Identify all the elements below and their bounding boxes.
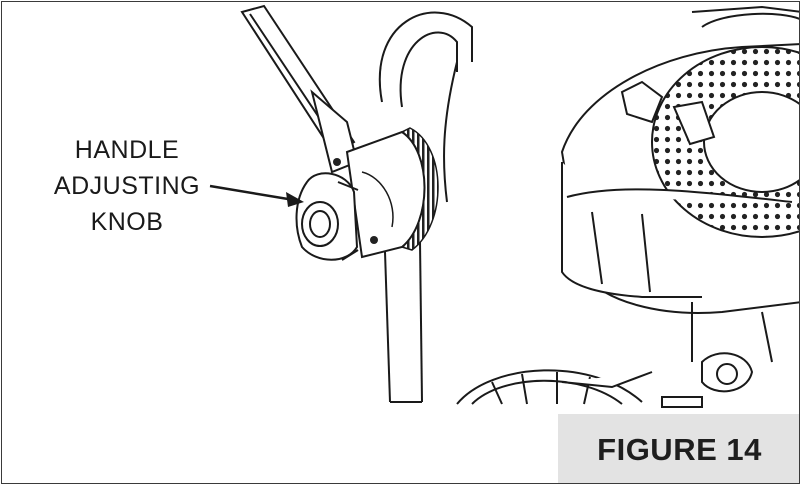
figure-label-box: FIGURE 14 [558, 414, 799, 483]
callout-arrow-head [286, 192, 304, 207]
callout-arrow-shaft [209, 184, 295, 202]
callout-line-2: ADJUSTING [53, 172, 201, 200]
handle-adjusting-knob-callout: HANDLE ADJUSTING KNOB [42, 132, 212, 240]
adjusting-knob [295, 172, 359, 261]
adjustment-plate [333, 127, 439, 259]
callout-line-1: HANDLE [74, 136, 180, 164]
callout-line-3: KNOB [90, 208, 164, 236]
figure-label: FIGURE 14 [597, 431, 762, 467]
frame-tube [379, 11, 473, 403]
handle-arm [240, 4, 359, 174]
engine [560, 5, 799, 408]
